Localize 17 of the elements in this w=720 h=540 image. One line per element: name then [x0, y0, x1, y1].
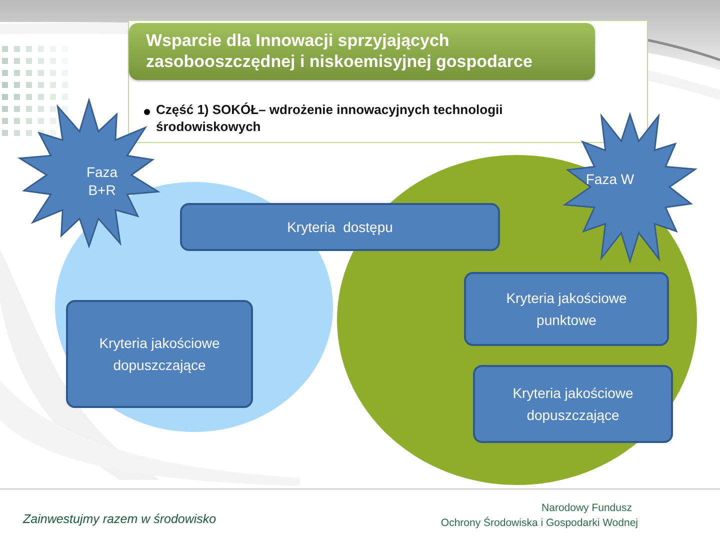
title-text: Wsparcie dla Innowacji sprzyjających zasobooszczędnej i niskoemisyjnej gospodarce [146, 30, 534, 72]
content-panel [128, 20, 648, 143]
box-label: Kryteria jakościowe dopuszczające [98, 334, 221, 375]
criteria-box [180, 203, 500, 251]
box-label: Kryteria dostępu [287, 218, 393, 237]
organization-name: Narodowy Fundusz [542, 502, 632, 514]
criteria-box [464, 272, 669, 346]
box-label: Kryteria jakościowe punktowe [505, 289, 628, 330]
phase-label: Faza W [584, 170, 636, 188]
organization-name: Ochrony Środowiska i Gospodarki Wodnej [440, 517, 638, 529]
footer-slogan: Zainwestujmy razem w środowisko [23, 512, 216, 526]
criteria-box [473, 365, 673, 443]
title-banner [129, 23, 595, 80]
criteria-box [66, 300, 253, 408]
box-label: Kryteria jakościowe dopuszczające [512, 384, 634, 425]
bullet-text: Część 1) SOKÓŁ– wdrożenie innowacyjnych technologii środowiskowych [156, 101, 504, 135]
phase-label: Faza B+R [85, 163, 119, 199]
